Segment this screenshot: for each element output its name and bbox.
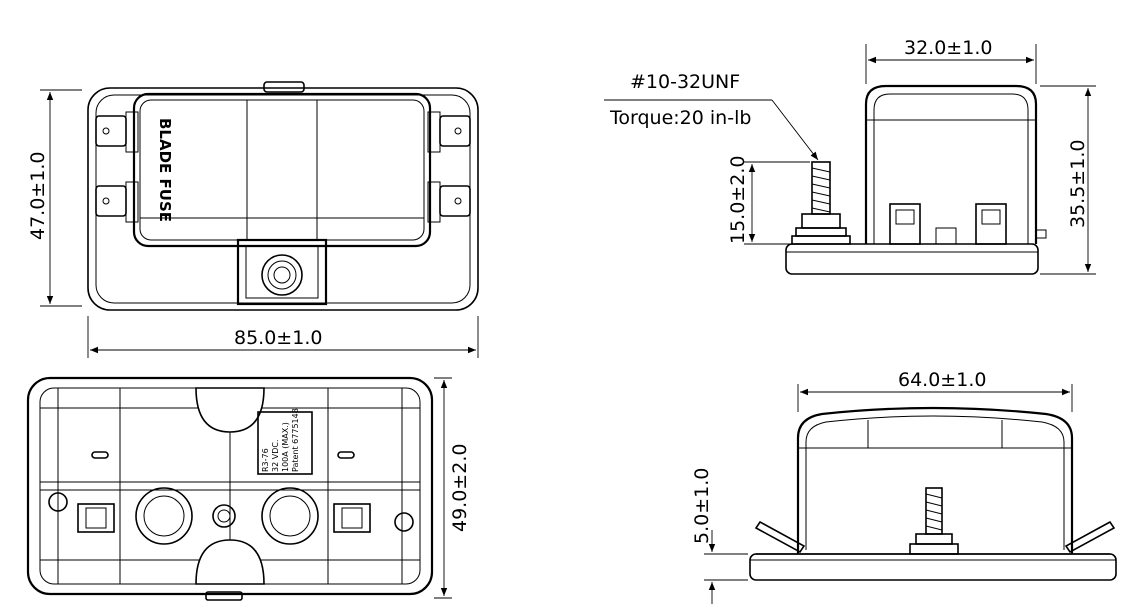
dim-width-top-text: 85.0±1.0 — [234, 327, 322, 349]
dim-height-bottom-text: 49.0±2.0 — [449, 444, 471, 532]
thread-callout: #10-32UNF Torque:20 in-lb — [604, 71, 819, 161]
dim-stud-height-text: 15.0±2.0 — [727, 156, 749, 244]
cover-text: BLADE FUSE — [156, 118, 174, 222]
dim-height-top: 47.0±1.0 — [27, 89, 82, 307]
dim-height-bottom: 49.0±2.0 — [434, 377, 471, 599]
dim-base-front: 5.0±1.0 — [691, 468, 748, 604]
top-right-terminals — [427, 111, 471, 223]
top-left-terminals — [95, 111, 139, 223]
dim-base-front-text: 5.0±1.0 — [691, 468, 713, 544]
front-view: 64.0±1.0 5.0±1.0 — [691, 369, 1117, 604]
dim-height-top-text: 47.0±1.0 — [27, 152, 49, 240]
dim-height-side: 35.5±1.0 — [1040, 85, 1096, 275]
label-line-1: R3-76 — [261, 448, 270, 472]
dim-width-side: 32.0±1.0 — [865, 37, 1037, 84]
callout-torque: Torque:20 in-lb — [609, 107, 751, 129]
top-view: BLADE FUSE 47.0±1.0 85.0±1.0 — [27, 81, 479, 358]
dim-stud-height: 15.0±2.0 — [727, 156, 810, 245]
dim-width-front: 64.0±1.0 — [797, 369, 1073, 412]
label-line-2: 32 VDC. — [271, 440, 280, 472]
bottom-view: R3-76 32 VDC. 100A (MAX.) Patent 6775148… — [26, 376, 471, 601]
side-view: #10-32UNF Torque:20 in-lb 32.0±1.0 35.5±… — [604, 37, 1096, 275]
dim-width-front-text: 64.0±1.0 — [898, 369, 986, 391]
dim-height-side-text: 35.5±1.0 — [1067, 140, 1089, 228]
label-line-3: 100A (MAX.) — [281, 422, 290, 472]
dim-width-top: 85.0±1.0 — [87, 316, 479, 358]
label-line-4: Patent 6775148 — [291, 408, 300, 472]
dim-width-side-text: 32.0±1.0 — [904, 37, 992, 59]
callout-thread: #10-32UNF — [630, 71, 740, 93]
